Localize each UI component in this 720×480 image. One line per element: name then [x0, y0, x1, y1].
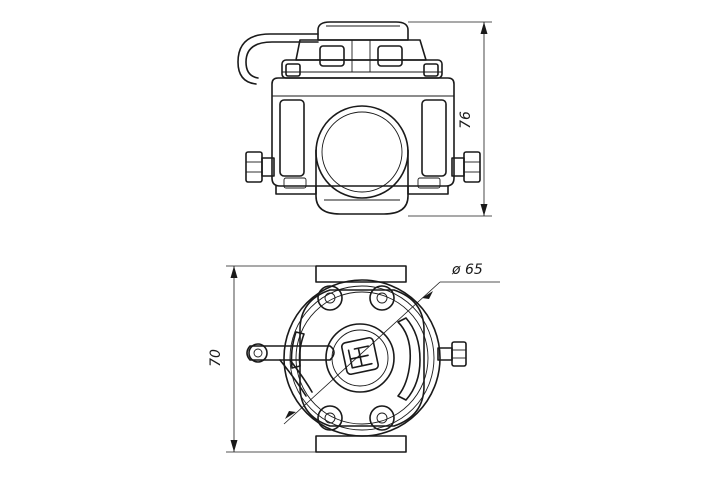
top-view: [246, 265, 467, 453]
dimension-diameter-label: ø 65: [451, 262, 483, 278]
bolt-top-right: [369, 285, 395, 311]
dimension-70: 70: [208, 265, 316, 453]
side-view: [237, 21, 481, 215]
manufacturer-logo: [340, 336, 380, 376]
dimension-70-label: 70: [208, 349, 224, 367]
bolt-bottom-right: [369, 405, 395, 431]
bolt-top-left: [317, 285, 343, 311]
dimension-diameter-65: ø 65: [283, 262, 500, 425]
dimension-76: 76: [408, 21, 492, 217]
bolt-bottom-left: [317, 405, 343, 431]
dimension-76-label: 76: [458, 111, 474, 129]
